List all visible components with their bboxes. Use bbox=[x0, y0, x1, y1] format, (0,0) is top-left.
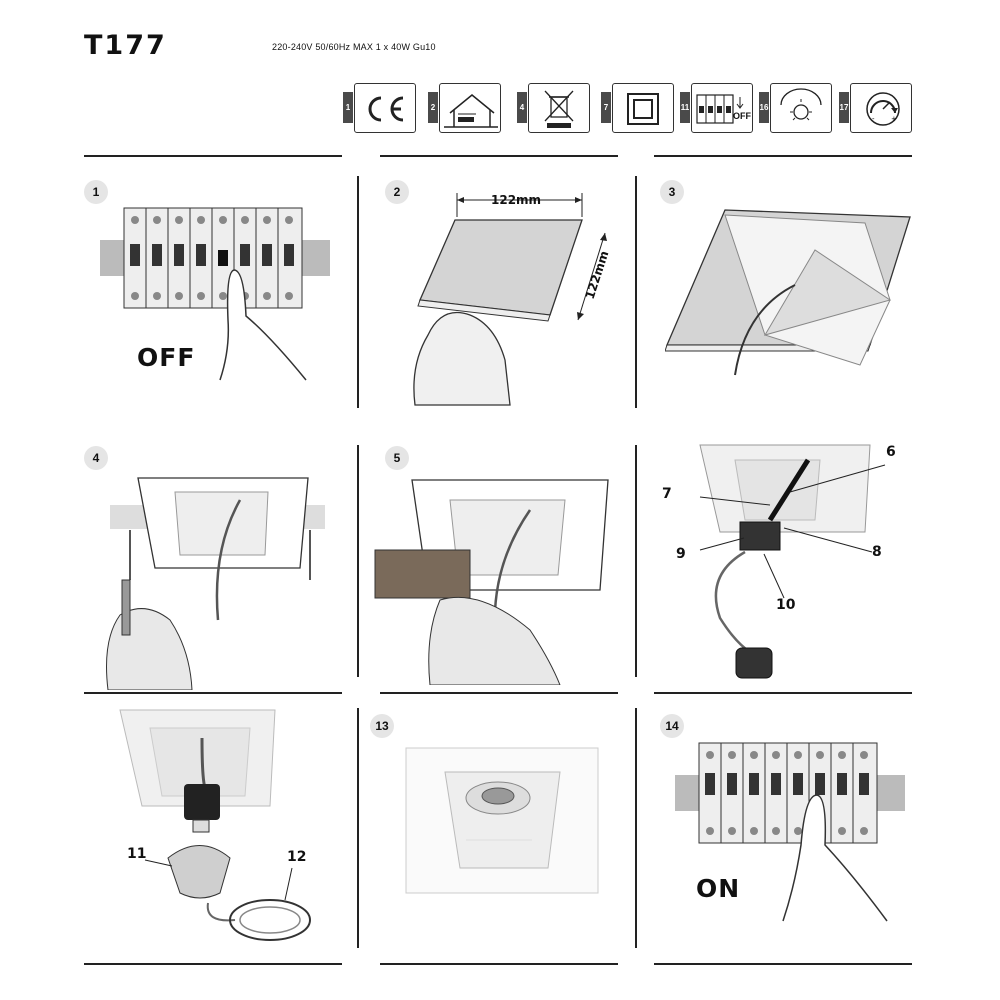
ceiling-cutout-illustration bbox=[413, 193, 607, 406]
rule-line bbox=[84, 692, 342, 694]
rule-line bbox=[380, 963, 618, 965]
weee-bin-icon bbox=[544, 90, 574, 128]
callout-7: 7 bbox=[662, 486, 672, 502]
on-label: ON bbox=[696, 874, 741, 903]
svg-text:+: + bbox=[891, 115, 897, 123]
badge-number: 1 bbox=[343, 92, 353, 123]
rule-line bbox=[84, 155, 342, 157]
badge-number: 2 bbox=[428, 92, 438, 123]
dimmer-icon: - + bbox=[866, 92, 900, 126]
badge-house: 2 bbox=[428, 83, 503, 135]
installed-fixture-illustration bbox=[405, 747, 599, 894]
callout-9: 9 bbox=[676, 546, 686, 562]
svg-text:-: - bbox=[872, 115, 875, 123]
house-installation-icon bbox=[444, 94, 498, 128]
column-divider bbox=[357, 176, 359, 408]
breaker-panel-on-illustration bbox=[675, 742, 905, 922]
badge-number: 11 bbox=[680, 92, 690, 123]
step-number: 3 bbox=[660, 180, 684, 204]
badge-number: 17 bbox=[839, 92, 849, 123]
badge-dimmer: 17 - + bbox=[839, 83, 914, 135]
step-number: 2 bbox=[385, 180, 409, 204]
callout-11: 11 bbox=[127, 846, 147, 862]
lamp-light-icon bbox=[780, 88, 822, 121]
lamp-insert-illustration bbox=[119, 709, 311, 941]
badge-lamp: 16 bbox=[759, 83, 834, 135]
rule-line bbox=[654, 692, 912, 694]
tap-in-fixture-illustration bbox=[374, 479, 609, 685]
callout-6: 6 bbox=[886, 444, 896, 460]
badge-number: 16 bbox=[759, 92, 769, 123]
breaker-off-label: OFF bbox=[733, 111, 751, 121]
column-divider bbox=[635, 708, 637, 948]
step-number: 1 bbox=[84, 180, 108, 204]
screw-fixture-illustration bbox=[106, 477, 325, 690]
rule-line bbox=[84, 963, 342, 965]
step-number: 14 bbox=[660, 714, 684, 738]
rule-line bbox=[380, 155, 618, 157]
badge-number: 7 bbox=[601, 92, 611, 123]
off-label: OFF bbox=[137, 343, 196, 372]
badge-breaker-off: 11 OFF bbox=[680, 83, 755, 135]
step-number: 5 bbox=[385, 446, 409, 470]
callout-8: 8 bbox=[872, 544, 882, 560]
callout-12: 12 bbox=[287, 849, 307, 865]
breaker-panel-off-illustration bbox=[100, 207, 330, 381]
step-number: 13 bbox=[370, 714, 394, 738]
column-divider bbox=[635, 176, 637, 408]
badge-ce: 1 bbox=[343, 83, 418, 135]
electrical-specs: 220-240V 50/60Hz MAX 1 x 40W Gu10 bbox=[272, 42, 436, 52]
callout-10: 10 bbox=[776, 597, 796, 613]
breaker-off-icon bbox=[696, 94, 744, 124]
rule-line bbox=[380, 692, 618, 694]
model-title: T177 bbox=[84, 30, 167, 61]
wiring-connector-illustration bbox=[699, 444, 886, 679]
ce-mark-icon bbox=[368, 96, 404, 122]
column-divider bbox=[357, 445, 359, 677]
badge-weee: 4 bbox=[517, 83, 592, 135]
badge-double-insulation: 7 bbox=[601, 83, 676, 135]
badge-number: 4 bbox=[517, 92, 527, 123]
column-divider bbox=[635, 445, 637, 677]
insert-fixture-illustration bbox=[665, 209, 911, 376]
column-divider bbox=[357, 708, 359, 948]
double-insulation-icon bbox=[627, 93, 659, 125]
rule-line bbox=[654, 155, 912, 157]
cutout-width-label: 122mm bbox=[491, 193, 542, 207]
rule-line bbox=[654, 963, 912, 965]
step-number: 4 bbox=[84, 446, 108, 470]
